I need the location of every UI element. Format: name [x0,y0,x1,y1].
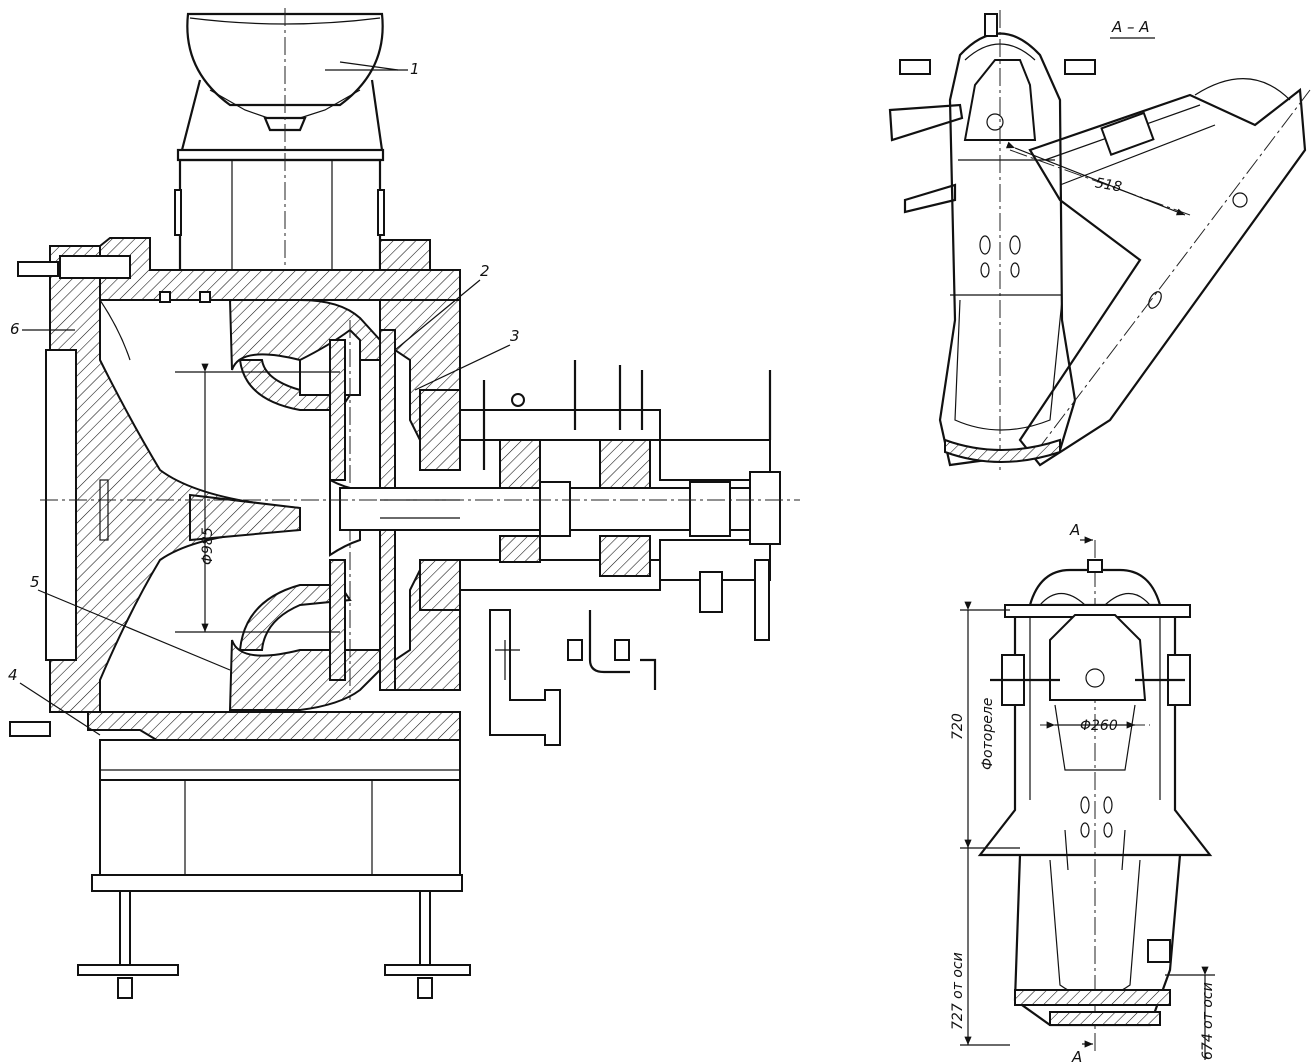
inlet-cone [189,493,301,542]
dim-phi260-text: Φ260 [1080,718,1118,734]
section-title: A – A [1111,18,1150,36]
callout-6: 6 [10,320,20,338]
dim-727-text: 727 от оси [950,952,966,1030]
pump-casing [9,237,471,999]
callout-leaders [19,61,511,736]
main-section-view: Φ985 1 2 3 4 5 6 [8,8,800,999]
dimension-phi985: Φ985 [175,363,340,633]
section-a-a-view: A – A 518 [888,10,1311,470]
dim-518-text: 518 [1094,175,1123,195]
shaft-assembly [339,360,781,746]
callout-3: 3 [510,327,520,345]
callout-5: 5 [30,573,40,591]
callout-2: 2 [480,262,490,280]
dim-phi985-text: Φ985 [200,527,216,565]
dim-674-text: 674 от оси [1200,982,1216,1060]
top-hood-assembly [174,8,385,300]
front-view: A A Φ260 Фотореле [950,521,1216,1064]
callout-1: 1 [410,60,420,78]
section-mark-top: A [1069,521,1080,539]
label-photorelay: Фотореле [980,698,996,770]
callout-4: 4 [8,666,18,684]
dim-720-text: 720 [950,713,966,740]
section-mark-bottom: A [1071,1048,1082,1064]
